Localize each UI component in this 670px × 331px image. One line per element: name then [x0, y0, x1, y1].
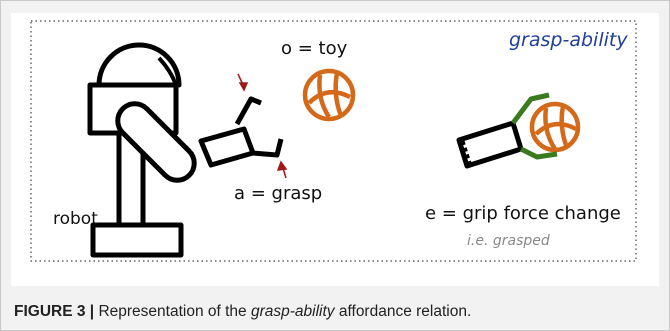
robot-arm: [115, 101, 197, 183]
caption-figure-number: FIGURE 3 |: [14, 303, 95, 320]
figure-illustration: [30, 20, 637, 262]
robot-label: robot: [53, 209, 98, 229]
object-label: o = toy: [281, 38, 348, 59]
toy-ball: [302, 68, 356, 122]
figure-title-label: grasp-ability: [509, 29, 628, 51]
robot-base: [90, 222, 184, 258]
effect-label: e = grip force change: [425, 203, 621, 224]
robot-figure: [87, 42, 284, 258]
robot-forearm: [198, 126, 256, 168]
caption-emphasis: grasp-ability: [250, 303, 335, 320]
figure-caption: FIGURE 3 | Representation of the grasp-a…: [14, 303, 471, 321]
caption-text-before: Representation of the: [98, 303, 247, 320]
caption-text-after: affordance relation.: [338, 303, 472, 320]
effect-note-label: i.e. grasped: [467, 233, 550, 249]
figure-panel: grasp-ability o = toy a = grasp robot e …: [11, 13, 659, 286]
robot-head: [96, 42, 182, 88]
action-label: a = grasp: [234, 183, 323, 204]
gripper-upper-finger: [234, 96, 262, 126]
dotted-frame: [30, 20, 637, 262]
grasped-scene: [456, 92, 581, 169]
gripper-lower-finger: [252, 138, 284, 158]
grasp-arrows: [237, 73, 288, 179]
